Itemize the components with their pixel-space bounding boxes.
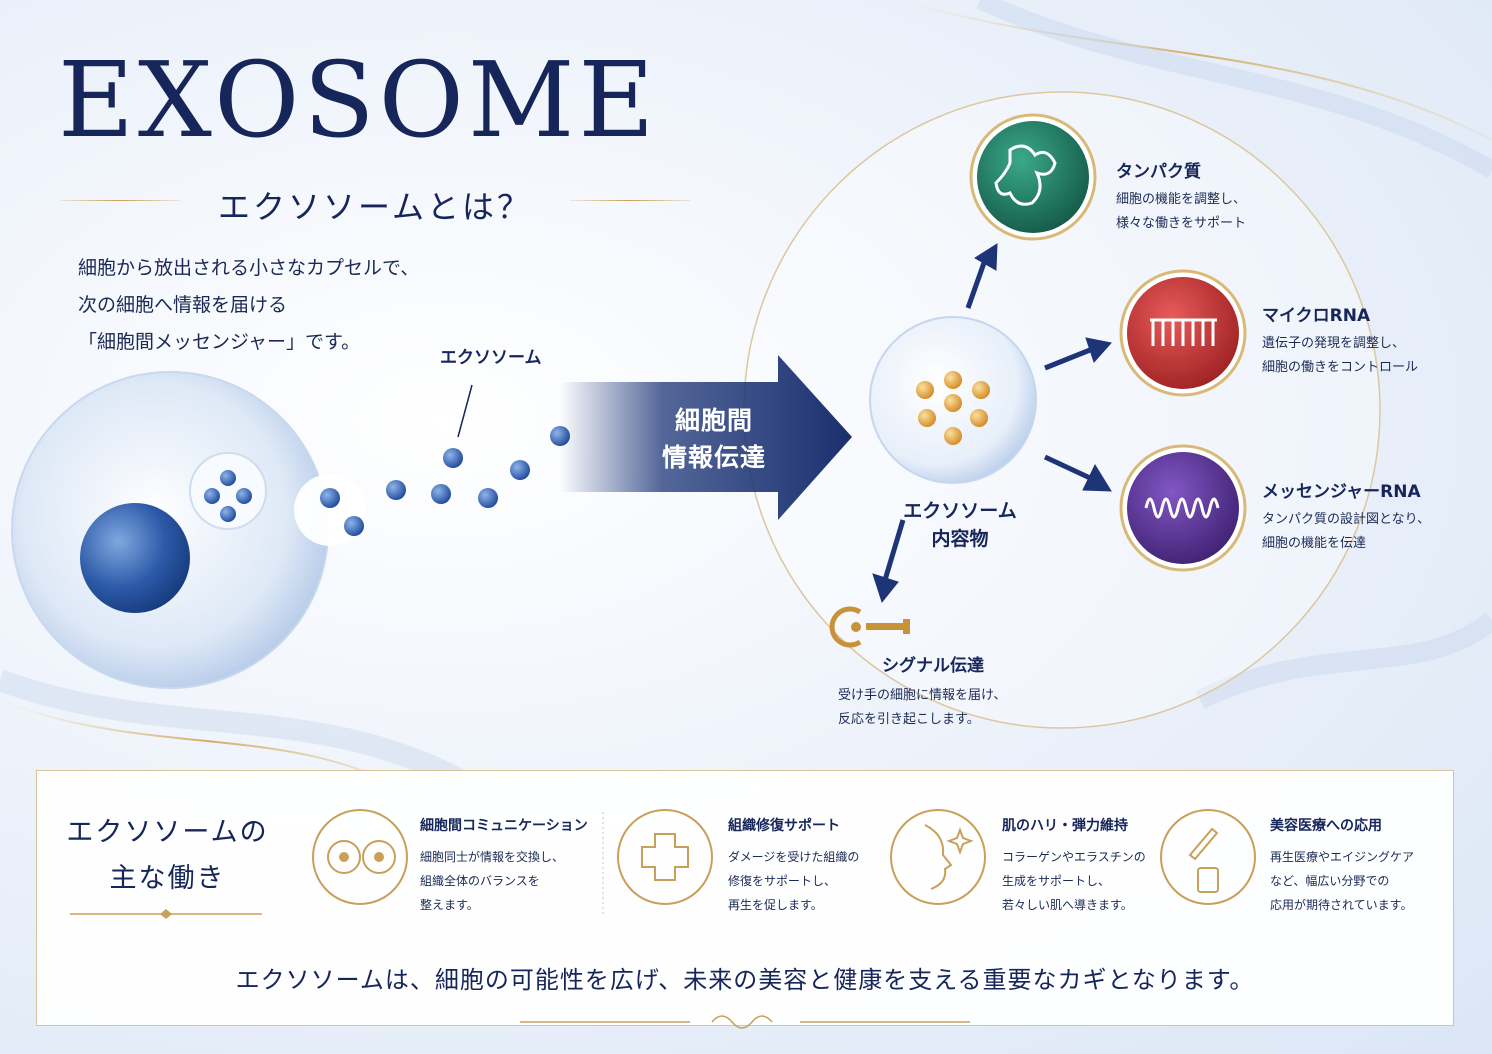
microrna-desc-line: 細胞の働きをコントロール: [1262, 360, 1419, 375]
feature-desc-line: 再生医療やエイジングケア: [1270, 850, 1415, 864]
intro-line: 細胞から放出される小さなカプセルで、: [78, 257, 420, 279]
arrow-label-line: 細胞間: [674, 406, 753, 435]
arrow-label: 細胞間 情報伝達: [640, 402, 788, 476]
feature-desc-line: 若々しい肌へ導きます。: [1002, 898, 1133, 912]
intro-line: 次の細胞へ情報を届ける: [78, 294, 288, 316]
feature-desc-line: 生成をサポートし、: [1002, 874, 1111, 888]
microrna-icon: [1119, 269, 1247, 397]
feature-desc-line: コラーゲンやエラスチンの: [1002, 850, 1146, 864]
feature-desc: 細胞同士が情報を交換し、 組織全体のバランスを 整えます。: [420, 845, 564, 917]
arrow-label-line: 情報伝達: [661, 443, 766, 472]
intro-line: 「細胞間メッセンジャー」です。: [78, 331, 361, 353]
feature-desc-line: 細胞同士が情報を交換し、: [420, 850, 565, 864]
footer-statement: エクソソームは、細胞の可能性を広げ、未来の美容と健康を支える重要なカギとなります…: [235, 966, 1255, 994]
feature-desc-line: 再生を促します。: [728, 898, 823, 912]
nucleus: [80, 503, 190, 613]
cell-illustration: [11, 371, 366, 689]
microrna-title: マイクロRNA: [1262, 306, 1371, 326]
subtitle-row: エクソソームとは？: [60, 182, 690, 226]
panel-title-line: エクソソームの: [66, 817, 269, 848]
feature-desc-line: など、幅広い分野での: [1270, 874, 1390, 888]
mrna-desc-line: タンパク質の設計図となり、: [1262, 512, 1431, 527]
page-title: EXOSOME: [58, 39, 659, 161]
panel-title-line: 主な働き: [109, 863, 226, 894]
center-label-line: 内容物: [931, 528, 989, 550]
feature-desc: コラーゲンやエラスチンの 生成をサポートし、 若々しい肌へ導きます。: [1002, 845, 1146, 917]
mrna-desc: タンパク質の設計図となり、 細胞の機能を伝達: [1262, 508, 1430, 556]
protein-title: タンパク質: [1116, 162, 1201, 182]
vesicle: [189, 452, 267, 530]
feature-title: 美容医療への応用: [1270, 818, 1382, 834]
mrna-title: メッセンジャーRNA: [1262, 482, 1421, 502]
panel-title: エクソソームの 主な働き: [60, 810, 275, 902]
subtitle: エクソソームとは？: [217, 188, 533, 226]
feature-desc-line: ダメージを受けた組織の: [728, 850, 860, 864]
center-label: エクソソーム 内容物: [885, 497, 1035, 553]
signal-desc-line: 受け手の細胞に情報を届け、: [838, 688, 1007, 703]
microrna-desc-line: 遺伝子の発現を調整し、: [1262, 336, 1406, 351]
subtitle-divider-right: [570, 200, 690, 201]
signal-desc-line: 反応を引き起こします。: [838, 712, 980, 727]
feature-desc-line: 整えます。: [420, 898, 479, 912]
feature-title: 組織修復サポート: [728, 818, 840, 834]
feature-title: 肌のハリ・弾力維持: [1002, 818, 1128, 834]
subtitle-divider-left: [60, 200, 180, 201]
center-exosome: [869, 316, 1037, 484]
feature-desc-line: 組織全体のバランスを: [420, 874, 540, 888]
microrna-desc: 遺伝子の発現を調整し、 細胞の働きをコントロール: [1262, 332, 1418, 380]
exosome-dots: [320, 426, 570, 536]
center-label-line: エクソソーム: [903, 500, 1017, 522]
protein-desc-line: 様々な働きをサポート: [1116, 216, 1247, 231]
intro-text: 細胞から放出される小さなカプセルで、 次の細胞へ情報を届ける 「細胞間メッセンジ…: [78, 250, 478, 361]
feature-desc-line: 応用が期待されています。: [1270, 898, 1413, 912]
mrna-desc-line: 細胞の機能を伝達: [1262, 536, 1367, 551]
mrna-wave-icon: [1119, 444, 1247, 572]
exosome-label: エクソソーム: [440, 348, 542, 368]
protein-icon: [969, 113, 1097, 241]
protein-desc: 細胞の機能を調整し、 様々な働きをサポート: [1116, 188, 1246, 236]
feature-desc-line: 修復をサポートし、: [728, 874, 837, 888]
signal-key-icon: [829, 606, 910, 648]
feature-desc: ダメージを受けた組織の 修復をサポートし、 再生を促します。: [728, 845, 859, 917]
signal-title: シグナル伝達: [882, 656, 984, 676]
protein-desc-line: 細胞の機能を調整し、: [1116, 192, 1247, 207]
feature-title: 細胞間コミュニケーション: [420, 818, 588, 834]
contents-ring: [743, 91, 1381, 729]
signal-desc: 受け手の細胞に情報を届け、 反応を引き起こします。: [838, 684, 1006, 732]
feature-desc: 再生医療やエイジングケア など、幅広い分野での 応用が期待されています。: [1270, 845, 1414, 917]
exosome-pointer-line: [457, 384, 473, 438]
